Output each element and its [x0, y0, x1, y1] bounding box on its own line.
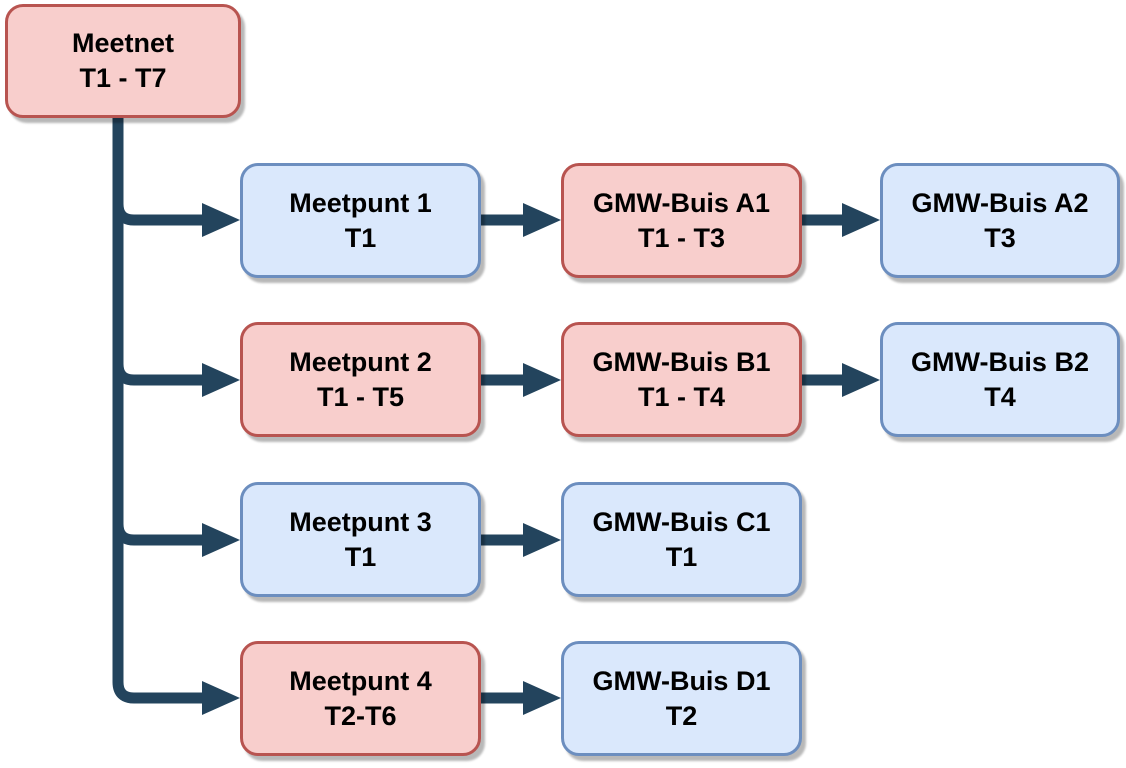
- node-gmw-buis-a1: GMW-Buis A1 T1 - T3: [561, 163, 802, 278]
- node-gmw-buis-a1-title: GMW-Buis A1: [593, 187, 770, 218]
- arrowhead-meetpunt1: [202, 203, 240, 237]
- edge-meetnet-meetpunt2: [112, 117, 206, 386]
- arrowhead-buisC1: [523, 523, 561, 557]
- node-gmw-buis-b1: GMW-Buis B1 T1 - T4: [561, 322, 802, 437]
- node-meetpunt-4-title: Meetpunt 4: [289, 665, 432, 696]
- node-meetpunt-2-title: Meetpunt 2: [289, 346, 432, 377]
- node-gmw-buis-c1-title: GMW-Buis C1: [592, 506, 771, 537]
- node-gmw-buis-b2-title: GMW-Buis B2: [911, 346, 1089, 377]
- node-meetpunt-2-range: T1 - T5: [316, 381, 404, 412]
- arrowhead-meetpunt2: [202, 363, 240, 397]
- node-gmw-buis-d1: GMW-Buis D1 T2: [561, 641, 802, 756]
- arrowhead-buisB1: [523, 363, 561, 397]
- node-meetnet-range: T1 - T7: [79, 63, 167, 93]
- node-meetpunt-4-range: T2-T6: [324, 700, 397, 731]
- node-meetnet-title: Meetnet: [71, 28, 174, 58]
- node-gmw-buis-a1-range: T1 - T3: [637, 222, 725, 253]
- node-meetpunt-1-title: Meetpunt 1: [289, 187, 432, 218]
- arrowhead-buisA1: [523, 203, 561, 237]
- node-gmw-buis-d1-title: GMW-Buis D1: [592, 665, 771, 696]
- node-gmw-buis-b2: GMW-Buis B2 T4: [880, 322, 1120, 437]
- node-gmw-buis-a2-title: GMW-Buis A2: [911, 187, 1089, 218]
- node-gmw-buis-c1: GMW-Buis C1 T1: [561, 482, 802, 597]
- node-gmw-buis-b1-title: GMW-Buis B1: [592, 346, 771, 377]
- node-gmw-buis-a2: GMW-Buis A2 T3: [880, 163, 1120, 278]
- node-gmw-buis-d1-range: T2: [665, 700, 698, 731]
- node-meetpunt-3-range: T1: [344, 541, 377, 572]
- node-meetpunt-3: Meetpunt 3 T1: [240, 482, 481, 597]
- arrowhead-meetpunt3: [202, 523, 240, 557]
- arrowhead-buisD1: [523, 681, 561, 715]
- node-meetpunt-1-range: T1: [344, 222, 377, 253]
- node-meetpunt-3-title: Meetpunt 3: [289, 506, 432, 537]
- arrowhead-meetpunt4: [202, 681, 240, 715]
- edge-meetnet-meetpunt1: [112, 117, 206, 226]
- node-meetpunt-2: Meetpunt 2 T1 - T5: [240, 322, 481, 437]
- node-meetnet: Meetnet T1 - T7: [5, 4, 241, 118]
- node-gmw-buis-b2-range: T4: [984, 381, 1016, 412]
- node-gmw-buis-b1-range: T1 - T4: [637, 381, 725, 412]
- arrowhead-buisB2: [842, 363, 880, 397]
- arrowhead-buisA2: [842, 203, 880, 237]
- edge-meetnet-meetpunt4: [112, 117, 206, 704]
- node-gmw-buis-a2-range: T3: [984, 222, 1016, 253]
- node-gmw-buis-c1-range: T1: [665, 541, 698, 572]
- edge-meetnet-meetpunt3: [112, 117, 206, 546]
- node-meetpunt-1: Meetpunt 1 T1: [240, 163, 481, 278]
- node-meetpunt-4: Meetpunt 4 T2-T6: [240, 641, 481, 756]
